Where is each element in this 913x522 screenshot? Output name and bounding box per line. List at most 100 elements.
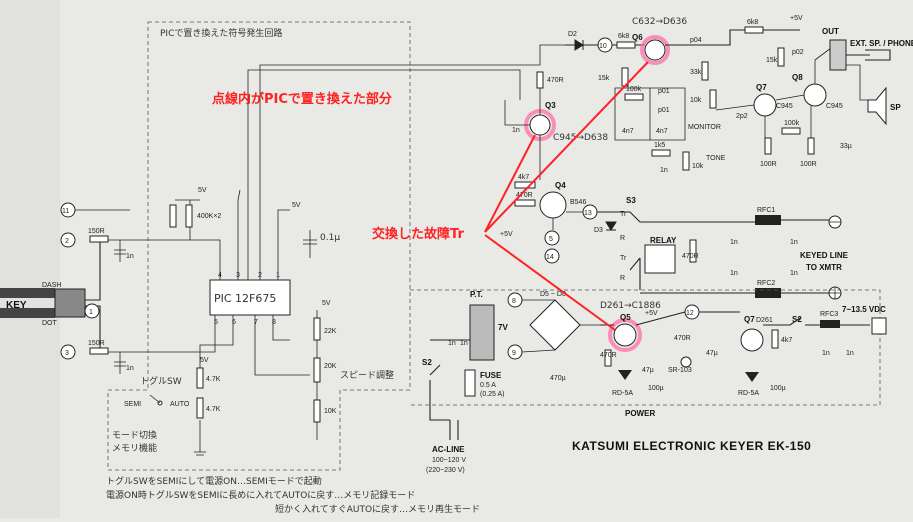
keyed-terminal-marks [829,221,841,299]
s3-tr-a: Tr [620,211,627,218]
speaker-wire [846,64,868,101]
terminal-3-label: 3 [65,350,69,357]
q4-transistor [539,191,567,219]
cap-1n-q3-label: 1n [512,127,520,134]
relay-label: RELAY [650,236,677,245]
pot-10k-tone [682,151,690,171]
to-xmtr-label: TO XMTR [806,263,842,272]
resistor-100r-b [807,137,815,155]
input-filter-caps [114,240,126,374]
pic-pin-5: 5 [214,319,218,326]
pot-10k-tone-label: 10k [692,163,704,170]
resistor-400k-b [185,204,193,228]
audio-amp-wires [715,44,836,138]
rfc1-label: RFC1 [757,207,775,214]
rfc3-choke [820,320,840,328]
note-dotted-replaced: 点線内がPICで置き換えた部分 [212,91,392,107]
led-sr103 [680,356,692,368]
q8-transistor [803,83,827,107]
wire-pin6 [199,315,234,370]
resistor-22k-label: 22K [324,328,337,335]
resistor-10k-speed-label: 10K [324,408,337,415]
q3-label: Q3 [545,101,556,110]
resistor-4k7-q3 [536,71,544,89]
terminal-9-label: 9 [512,350,516,357]
cap-1n-pt-a: 1n [448,340,456,347]
keyed-cap-c: 1n [790,239,798,246]
resistor-470r-q4-label: 470R [516,192,533,199]
q8-label: Q8 [792,73,803,82]
rfc3-label: RFC3 [820,311,838,318]
resistor-4k7-b [196,397,204,419]
resistor-6k8-b-label: 6k8 [747,19,758,26]
pic-box-title: PICで置き換えた符号発生回路 [160,27,282,39]
resistor-400k-label: 400K×2 [197,213,221,220]
q5-highlight [608,318,642,352]
s3-switch-wires [597,211,760,290]
rfc1-choke [755,215,781,225]
resistor-100r-a [764,137,772,155]
resistor-4k7-q3-label: 470R [547,77,564,84]
ac-line-cord [449,420,459,440]
relay-coil [644,244,676,274]
wire-pin5-dot [100,315,216,353]
resistor-470r-q5-label: 470R [600,352,617,359]
dot-label: DOT [42,320,58,327]
resistor-100k-b-label: 100k [784,120,800,127]
resistor-4k7-q4 [514,181,536,189]
vdc-label: 7~13.5 VDC [842,305,886,314]
d5d8-label: D5 ~ D8 [540,291,566,298]
cap-2p2-label: 2p2 [736,113,748,120]
s3-r-b: R [620,275,625,282]
resistor-150r-b-label: 150R [88,340,105,347]
key-plug-dash [0,288,55,298]
ac-line-v1: 100~120 V [432,457,466,464]
keyed-cap-a: 1n [730,239,738,246]
resistor-100k-a-label: 100k [626,86,642,93]
pot-10k-monitor [709,89,717,109]
pt-label: P.T. [470,290,483,299]
cap-p02-label: p02 [792,49,804,56]
key-plug-dot [0,308,55,318]
keyed-line-label: KEYED LINE [800,251,849,260]
out-label: OUT [822,27,839,36]
resistor-6k8-a [616,41,636,49]
vcc-label-2: 5V [292,202,301,209]
pot-20k-label: 20K [324,363,337,370]
resistor-100r-b-label: 100R [800,161,817,168]
wire-pin3 [237,189,241,280]
power-label: POWER [625,409,655,418]
resistor-150r-a-label: 150R [88,228,105,235]
fuse-rating: 0.5 A [480,382,496,389]
resistor-15k-b-label: 15k [766,57,778,64]
resistor-470r-q5 [604,349,612,367]
resistor-10k-speed [313,399,321,423]
terminal-13-label: 13 [584,210,592,217]
s3-r-a: R [620,235,625,242]
diode-d2 [574,39,584,51]
zener-rd5a-b [745,372,759,382]
cap-p01-a-label: p01 [658,88,670,95]
toggle-auto-label: AUTO [170,401,190,408]
cap-4n7-b-label: 4n7 [656,128,668,135]
plus5v-q5-label: +5V [645,310,658,317]
q6-highlight [640,35,670,65]
fuse [464,369,476,397]
output-transformer [829,39,847,71]
q7-audio-transistor [753,93,777,117]
resistor-4k7-q4-label: 4k7 [518,174,529,181]
d261-label: D261 [756,317,773,324]
vcc-label-4: 5V [200,357,209,364]
diode-d2-label: D2 [568,31,577,38]
monitor-label: MONITOR [688,124,721,131]
terminal-5-label: 5 [549,236,553,243]
pot-20k [313,357,321,383]
q7-regulator-label: Q7 [744,315,755,324]
cap-p01-b-label: p01 [658,107,670,114]
arrow-to-q3 [484,134,536,233]
dc-jack [871,317,887,335]
pic-12f675-chip [209,279,291,316]
resistor-4k7-reg-label: 4k7 [781,337,792,344]
zener-rd5a-b-label: RD-5A [738,390,759,397]
